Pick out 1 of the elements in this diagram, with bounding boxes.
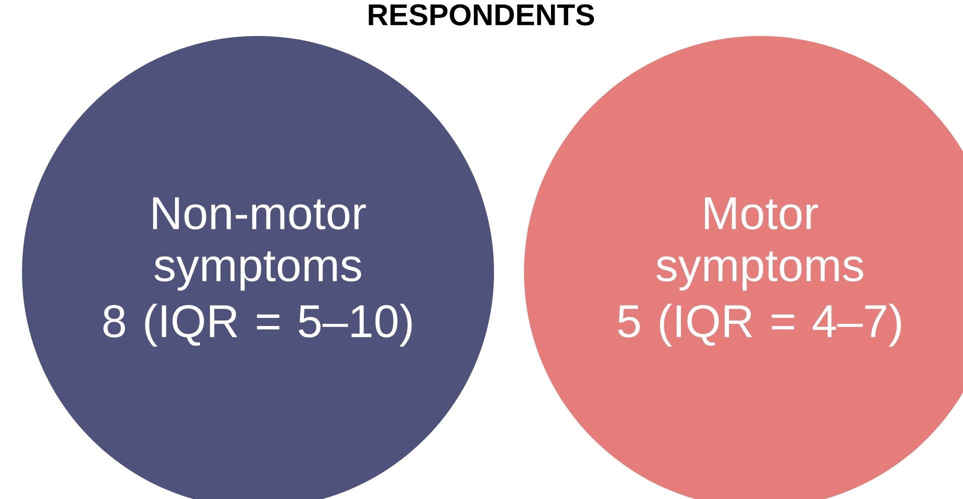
title: RESPONDENTS bbox=[368, 4, 594, 26]
